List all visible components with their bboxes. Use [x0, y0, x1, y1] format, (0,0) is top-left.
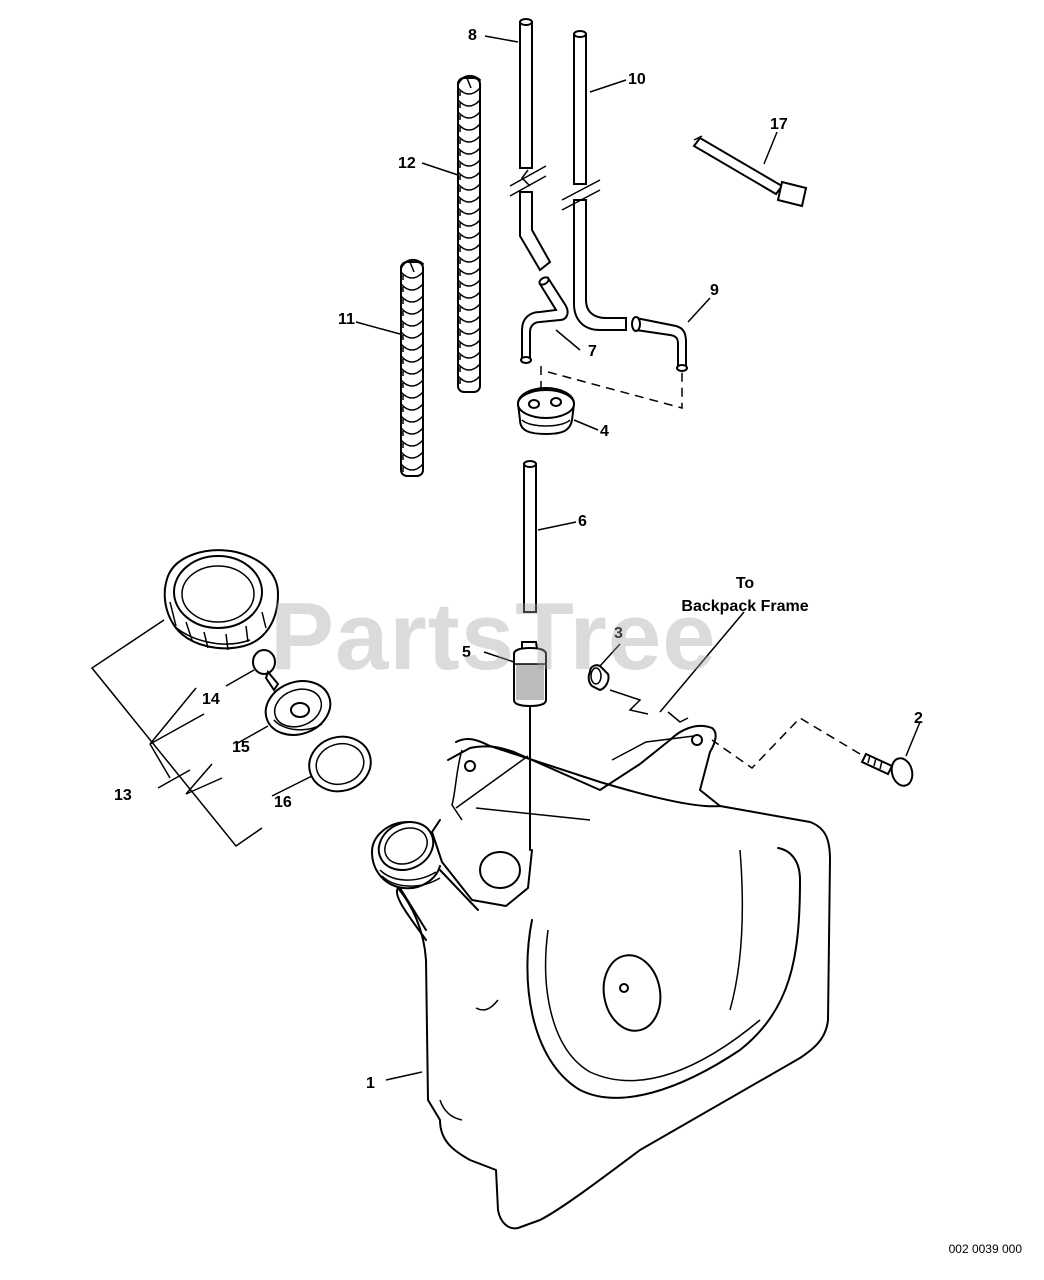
note-line-1: To — [735, 575, 755, 592]
callout-6: 6 — [578, 513, 587, 530]
cable-tie — [692, 135, 808, 208]
callout-13: 13 — [114, 787, 132, 804]
fuel-line-7 — [520, 276, 569, 364]
cap-gasket — [308, 735, 372, 793]
callout-12: 12 — [398, 155, 416, 172]
leader-lines — [90, 35, 921, 1081]
callout-17: 17 — [770, 116, 788, 133]
watermark: PartsTree — [270, 583, 717, 690]
fuel-tank — [371, 699, 831, 1230]
screw — [860, 752, 914, 787]
fuel-cap — [163, 549, 280, 651]
fuel-line-10 — [561, 30, 627, 331]
fuel-filter — [513, 641, 547, 708]
callout-10: 10 — [628, 71, 646, 88]
callout-15: 15 — [232, 739, 250, 756]
backpack-frame-note: To Backpack Frame — [660, 572, 830, 618]
cap-retainer — [264, 680, 332, 736]
callout-16: 16 — [274, 794, 292, 811]
callout-4: 4 — [600, 423, 609, 440]
callout-9: 9 — [710, 282, 719, 299]
callout-8: 8 — [468, 27, 477, 44]
note-line-2: Backpack Frame — [681, 598, 809, 615]
spiral-wrap-11 — [400, 258, 424, 477]
fuel-line-8 — [509, 18, 552, 272]
grommet — [516, 386, 576, 436]
callout-1: 1 — [366, 1075, 375, 1092]
callout-5: 5 — [462, 644, 471, 661]
pickup-tube — [523, 460, 537, 613]
cap-vent — [252, 649, 280, 692]
spiral-wrap-12 — [457, 74, 481, 393]
callout-7: 7 — [588, 343, 597, 360]
callout-2: 2 — [914, 710, 923, 727]
callout-3: 3 — [614, 625, 623, 642]
callout-14: 14 — [202, 691, 220, 708]
callout-11: 11 — [338, 311, 355, 328]
diagram-code: 002 0039 000 — [948, 1242, 1022, 1256]
fuel-line-9 — [631, 316, 688, 372]
bushing — [587, 664, 610, 692]
